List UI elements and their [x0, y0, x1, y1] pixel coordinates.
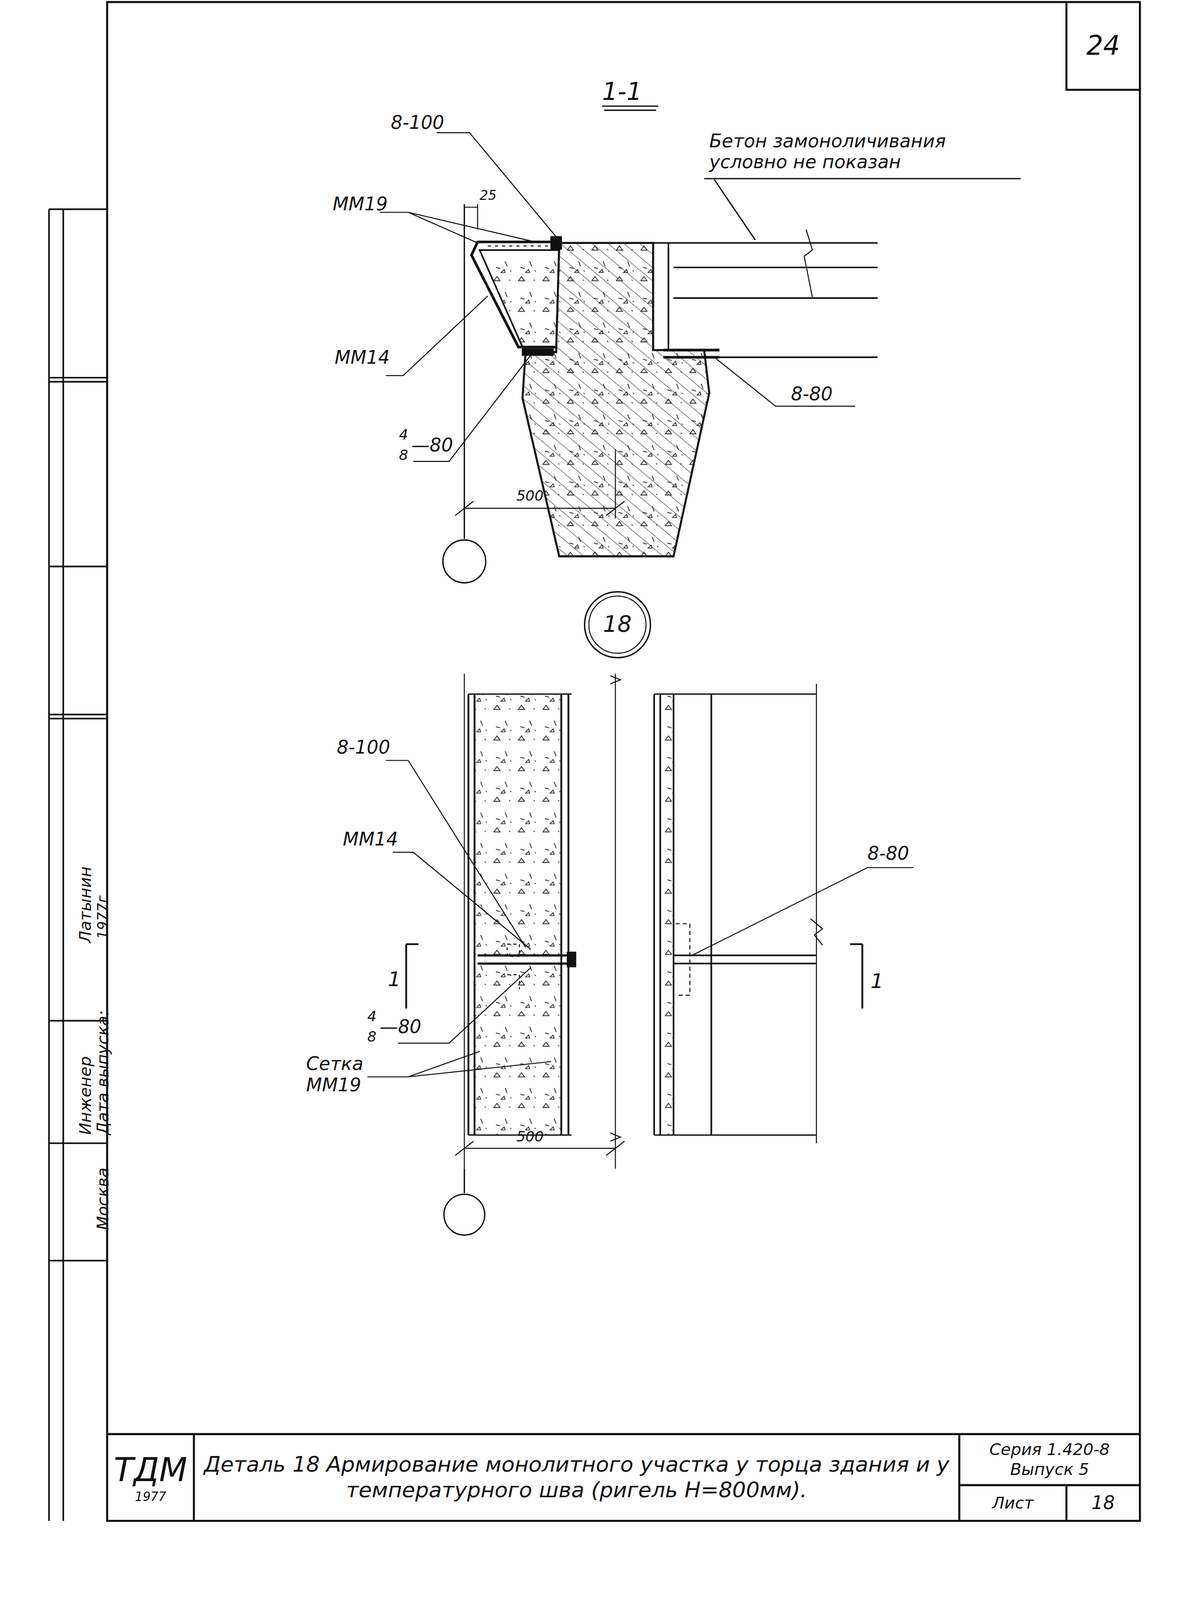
node-text: ТДМ — [113, 1450, 188, 1490]
rebar-mark: —80 — [379, 1016, 422, 1038]
rebar-mark: —80 — [411, 434, 453, 457]
node-text: 18 — [1091, 1491, 1115, 1514]
mesh-mark: ММ14 — [342, 828, 398, 851]
title-cell: Деталь 18 Армирование монолитного участк… — [193, 1433, 959, 1521]
stamp-text: Инженер — [76, 1056, 96, 1135]
node-text: Серия 1.420-8 — [989, 1439, 1110, 1460]
node-text: 18 — [603, 610, 632, 638]
rebar-mark: 4 — [367, 1008, 377, 1025]
rebar-mark: 8-80 — [867, 842, 910, 865]
dimension: 500 — [516, 1128, 544, 1146]
sheet-number: 24 — [1066, 1, 1140, 90]
mesh-mark: Сетка ММ19 — [306, 1053, 378, 1096]
logo-cell: ТДМ1977 — [107, 1433, 194, 1521]
dimension: 500 — [516, 487, 544, 505]
sheet-label-cell: Лист — [959, 1485, 1067, 1521]
node-text: 24 — [1086, 29, 1120, 62]
node-text: Лист — [992, 1493, 1034, 1513]
stamp-text: Дата выпуска: — [93, 1010, 113, 1135]
rebar-mark: 8-100 — [336, 736, 391, 759]
series-cell: Серия 1.420-8Выпуск 5 — [959, 1433, 1140, 1486]
rebar-mark: 8 — [367, 1028, 377, 1046]
rebar-mark: 8-100 — [390, 112, 445, 134]
detail-callout: 18 — [583, 591, 652, 659]
stamp-text: Москва — [93, 1167, 113, 1230]
sheet-number-cell: 18 — [1066, 1485, 1140, 1521]
rebar-mark: 8-80 — [790, 383, 833, 405]
node-text: Выпуск 5 — [1010, 1459, 1089, 1479]
section-drawing — [48, 1, 1140, 1521]
note: Бетон замоноличивания условно не показан — [709, 130, 955, 173]
rebar-mark: 4 — [399, 426, 409, 444]
mesh-mark: ММ19 — [332, 193, 388, 215]
dimension: 25 — [479, 188, 497, 204]
mesh-mark: ММ14 — [334, 347, 390, 369]
section-mark: 1 — [870, 969, 884, 994]
section-title: 1-1 — [601, 77, 642, 106]
node-text: Деталь 18 Армирование монолитного участк… — [200, 1451, 953, 1504]
node-text: 1977 — [134, 1489, 167, 1505]
stamp-text: 1977г — [94, 895, 112, 940]
section-mark: 1 — [387, 967, 401, 992]
stamp-text: Латынин — [76, 866, 96, 943]
rebar-mark: 8 — [399, 447, 409, 464]
